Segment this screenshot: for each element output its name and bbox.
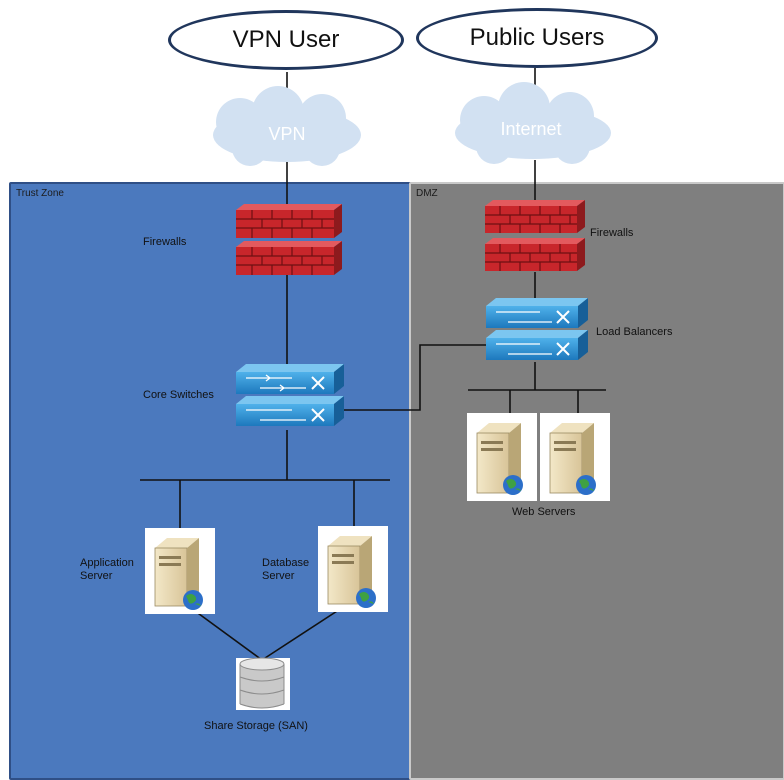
database-server-label-line1: Database [262,557,310,569]
dmz-firewalls-label: Firewalls [590,227,634,239]
server-icon [145,528,215,614]
firewall-icon [485,238,585,271]
public-users-node: Public Users [416,8,658,68]
vpn-user-node: VPN User [168,10,404,70]
dmz-zone-label: DMZ [416,188,438,199]
firewall-icon [236,204,342,238]
load-balancers-label: Load Balancers [596,326,673,338]
switch-icon [236,396,344,426]
switch-icon [486,298,588,328]
storage-label: Share Storage (SAN) [204,720,308,732]
application-server-label-line1: Application [80,557,134,569]
trust-firewalls-label: Firewalls [143,236,187,248]
switch-icon [486,330,588,360]
firewall-icon [236,241,342,275]
database-server-label-line2: Server [262,570,295,582]
vpn-cloud-label: VPN [268,124,306,144]
server-icon [318,526,388,612]
trust-zone-label: Trust Zone [16,188,64,199]
storage-icon [236,657,290,710]
application-server-label-line2: Server [80,570,113,582]
server-icon [467,413,537,501]
internet-cloud-label: Internet [500,119,562,139]
core-switches-label: Core Switches [143,389,214,401]
switch-icon [236,364,344,394]
server-icon [540,413,610,501]
vpn-cloud-icon [213,86,361,166]
firewall-icon [485,200,585,233]
database-server-label: Database Server [262,557,309,583]
trust-zone [9,182,413,780]
application-server-label: Application Server [80,557,134,583]
internet-cloud-icon [455,82,611,164]
web-servers-label: Web Servers [512,506,576,518]
